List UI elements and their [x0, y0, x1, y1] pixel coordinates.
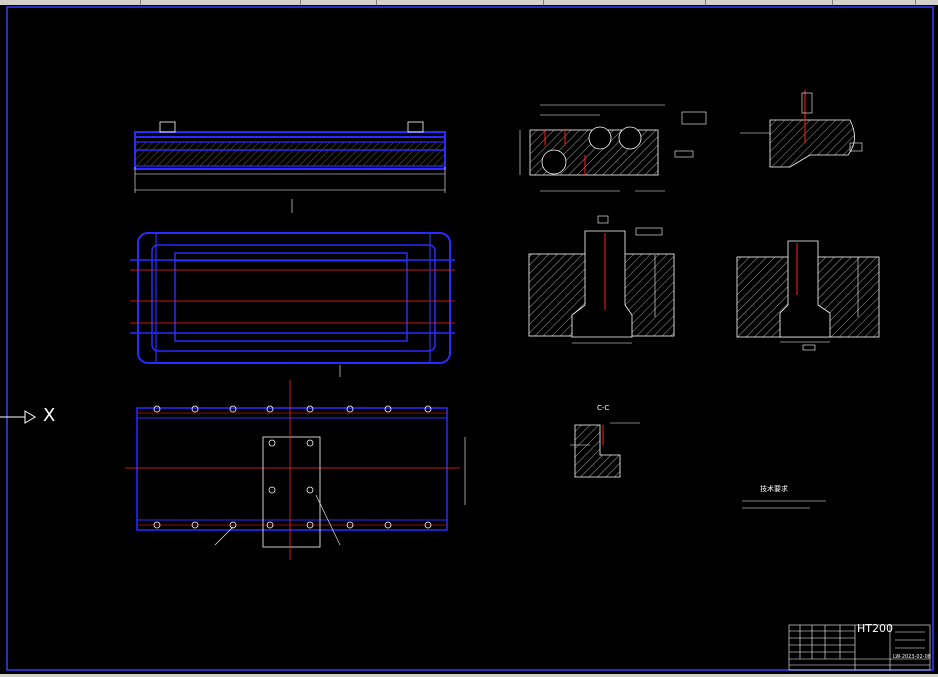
front-elevation-view [134, 121, 446, 213]
section-c-c [570, 422, 640, 478]
section-a-a [519, 104, 707, 192]
technical-requirements-title: 技术要求 [760, 485, 788, 493]
technical-requirements-notes [742, 500, 826, 509]
detail-view-top-right [740, 90, 863, 168]
section-b-b [528, 215, 675, 344]
cad-drawing-canvas[interactable] [0, 5, 938, 677]
drawing-frame [6, 6, 934, 671]
bottom-view [125, 380, 466, 560]
status-strip [0, 674, 938, 677]
title-block-material: HT200 [857, 622, 893, 635]
ucs-x-axis-label: X [43, 405, 56, 426]
section-label-c-c: C-C [597, 404, 610, 412]
toolbar-strip [0, 0, 938, 5]
ucs-icon [0, 410, 36, 424]
title-block-drawing-number: LW-2023-02-08 [893, 654, 931, 660]
section-right-detail [736, 240, 880, 351]
plan-view [130, 232, 455, 377]
title-block [788, 624, 931, 671]
